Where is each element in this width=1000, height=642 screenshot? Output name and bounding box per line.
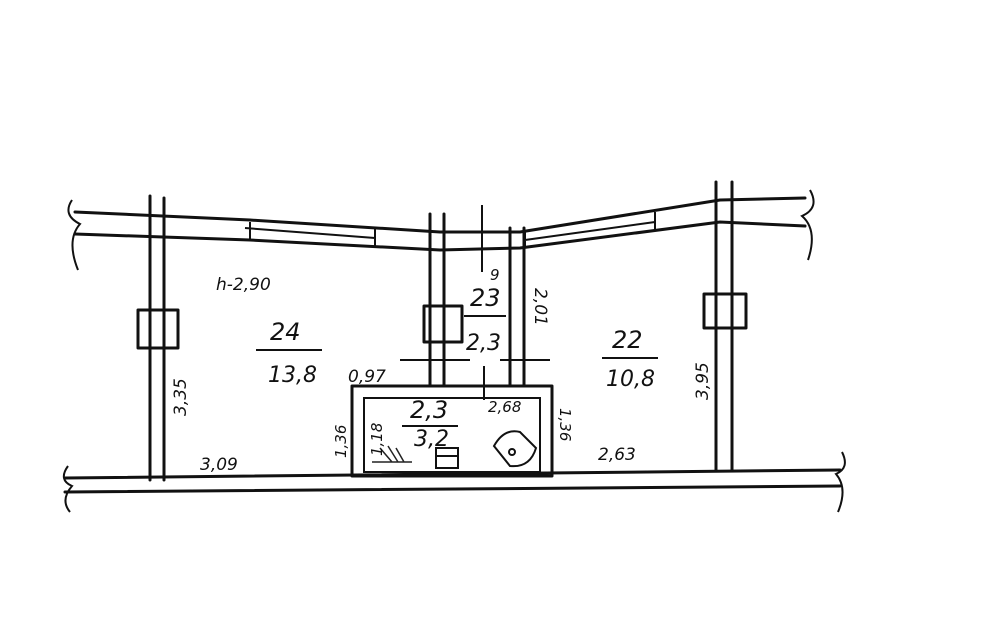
dim-corridor-depth: 2,01 xyxy=(530,288,550,326)
svg-text:2,3: 2,3 xyxy=(410,396,448,424)
dim-bath-right: 1,36 xyxy=(556,408,574,441)
dim-right-wall: 3,95 xyxy=(693,362,713,400)
boiler-icon xyxy=(492,430,538,468)
room-24-label: 24 13,8 xyxy=(256,318,322,388)
toilet-icon xyxy=(435,447,459,469)
svg-text:2,3: 2,3 xyxy=(466,331,501,356)
dim-corridor-width: 0,97 xyxy=(348,367,386,387)
ceiling-height-label: h-2,90 xyxy=(216,275,271,295)
top-outer-wall xyxy=(67,189,815,271)
dim-bath-left-inner: 1,18 xyxy=(368,423,386,456)
bathroom-block xyxy=(350,384,554,478)
dim-bath-width: 2,68 xyxy=(488,398,521,416)
dim-right-bottom: 2,63 xyxy=(598,445,636,465)
left-partition-wall xyxy=(136,194,180,482)
sink-icon xyxy=(372,445,412,463)
svg-text:3,2: 3,2 xyxy=(414,427,449,452)
right-partition-wall xyxy=(702,180,748,472)
dim-left-bottom: 3,09 xyxy=(200,455,238,475)
room-22-label: 22 10,8 xyxy=(602,326,658,392)
corridor-walls xyxy=(400,205,550,400)
bottom-outer-wall xyxy=(62,451,846,513)
svg-text:13,8: 13,8 xyxy=(268,363,317,388)
svg-text:23: 23 xyxy=(470,284,501,312)
svg-text:24: 24 xyxy=(270,318,301,346)
dim-corridor-top: 9 xyxy=(490,266,500,284)
dim-bath-left-outer: 1,36 xyxy=(332,425,350,458)
dim-left-wall: 3,35 xyxy=(171,378,191,416)
svg-text:10,8: 10,8 xyxy=(606,367,655,392)
room-23-corridor-label: 23 2,3 xyxy=(464,284,506,356)
room-23-bath-label: 2,3 3,2 xyxy=(402,396,458,452)
svg-text:22: 22 xyxy=(612,326,643,354)
